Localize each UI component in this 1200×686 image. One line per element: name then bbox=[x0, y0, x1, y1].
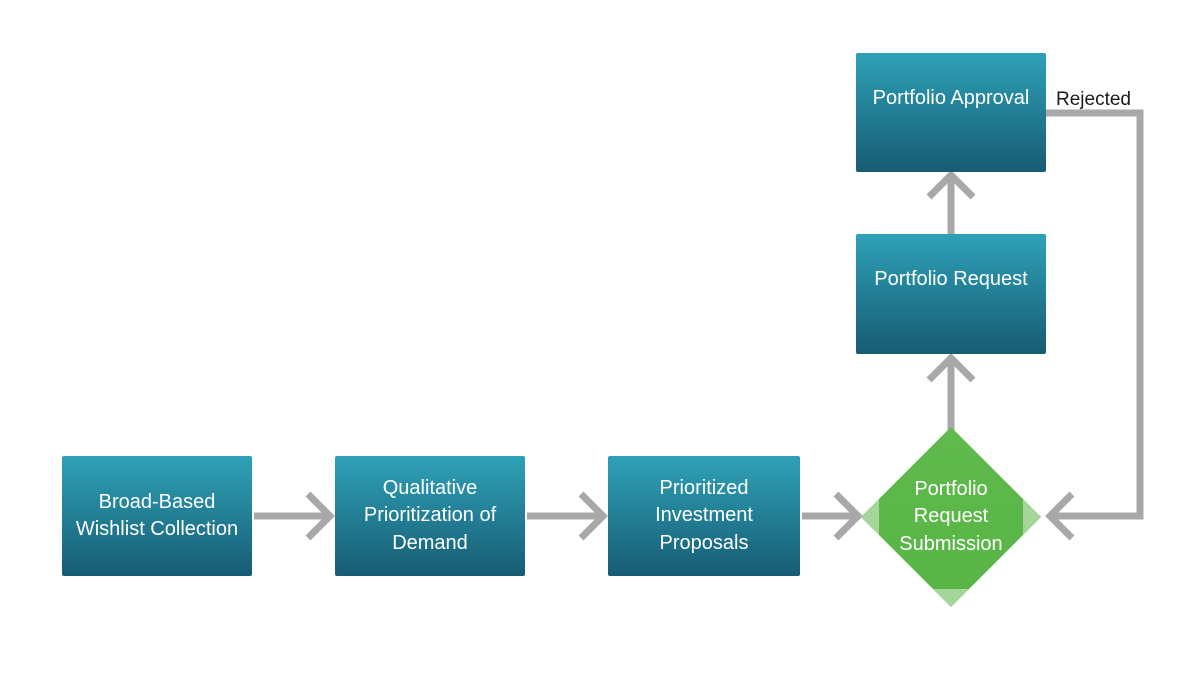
arrow-wishlist-to-qualitative bbox=[254, 491, 335, 541]
node-prioritized-investment-proposals: Prioritized Investment Proposals bbox=[608, 456, 800, 576]
node-label: Portfolio Request bbox=[874, 268, 1028, 291]
edge-label-rejected: Rejected bbox=[1056, 89, 1131, 110]
node-label: Portfolio Approval bbox=[872, 86, 1030, 109]
node-label: Qualitative Prioritization of Demand bbox=[363, 477, 497, 554]
node-qualitative-prioritization: Qualitative Prioritization of Demand bbox=[335, 456, 525, 576]
node-label: Prioritized Investment Proposals bbox=[655, 477, 753, 554]
node-label: Broad-Based Wishlist Collection bbox=[75, 490, 239, 540]
node-portfolio-approval: Portfolio Approval bbox=[856, 53, 1046, 172]
node-broad-based-wishlist-collection: Broad-Based Wishlist Collection bbox=[62, 456, 252, 576]
node-label: Portfolio Request Submission bbox=[899, 478, 1003, 555]
arrow-proposals-to-submission bbox=[802, 491, 863, 541]
arrow-request-to-approval bbox=[926, 170, 976, 236]
node-portfolio-request: Portfolio Request bbox=[856, 234, 1046, 354]
arrow-qualitative-to-proposals bbox=[527, 491, 608, 541]
arrow-rejected-feedback bbox=[1045, 109, 1144, 541]
